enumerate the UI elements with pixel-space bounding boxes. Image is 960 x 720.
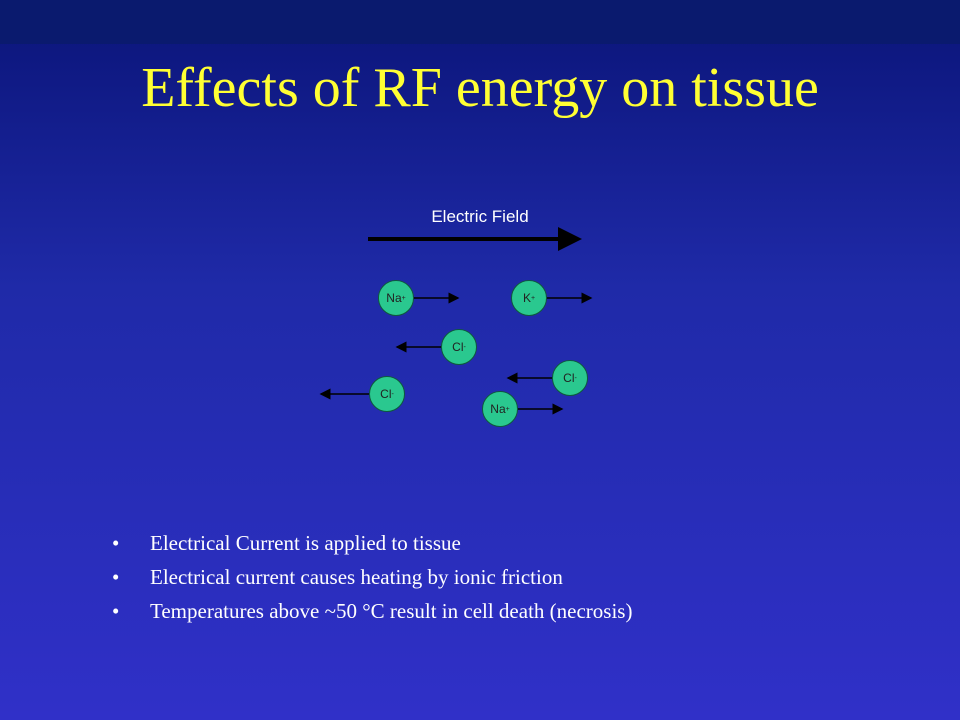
ion-cl: Cl- <box>369 376 405 412</box>
ion-symbol: Na <box>490 402 506 416</box>
bullet-item: • Electrical Current is applied to tissue <box>112 526 632 560</box>
bullet-list: • Electrical Current is applied to tissue… <box>112 526 632 628</box>
bullet-text: Temperatures above ~50 °C result in cell… <box>150 599 633 623</box>
ion-symbol: Cl <box>563 371 575 385</box>
bullet-text: Electrical Current is applied to tissue <box>150 531 461 555</box>
ion-cl: Cl- <box>441 329 477 365</box>
ion-symbol: Cl <box>452 340 464 354</box>
slide-title: Effects of RF energy on tissue <box>141 57 819 119</box>
ion-charge: + <box>530 294 536 302</box>
bullet-marker: • <box>112 599 120 623</box>
bullet-item: • Electrical current causes heating by io… <box>112 560 632 594</box>
electric-field-label: Electric Field <box>431 207 529 226</box>
bullet-marker: • <box>112 565 120 589</box>
ion-charge: - <box>463 343 466 351</box>
ion-na: Na+ <box>378 280 414 316</box>
ion-charge: - <box>574 374 577 382</box>
ion-na: Na+ <box>482 391 518 427</box>
ion-charge: + <box>401 294 406 302</box>
ion-k: K+ <box>511 280 547 316</box>
ion-charge: - <box>391 390 394 398</box>
ion-symbol: K <box>522 291 531 305</box>
bullet-item: • Temperatures above ~50 °C result in cel… <box>112 594 632 628</box>
header-band <box>0 0 960 44</box>
bullet-text: Electrical current causes heating by ion… <box>150 565 563 589</box>
ion-symbol: Na <box>386 291 402 305</box>
bullet-marker: • <box>112 531 120 555</box>
ion-cl: Cl- <box>552 360 588 396</box>
ion-charge: + <box>505 405 510 413</box>
ion-symbol: Cl <box>380 387 392 401</box>
